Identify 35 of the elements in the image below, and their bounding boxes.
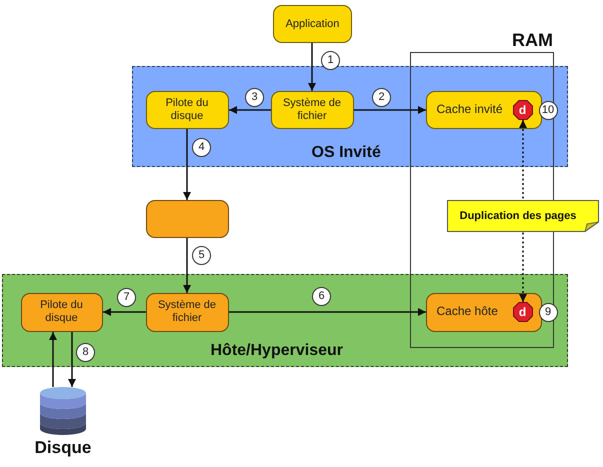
octagon-marker: d [512,100,532,120]
process-box [270,90,354,128]
process-box [146,200,229,238]
arrow [183,129,191,200]
arrow [354,106,426,114]
callout-number: 5 [192,246,211,265]
arrow [103,308,146,316]
process-box [273,5,352,43]
disk-label: Disque [34,437,92,459]
box-label: Système de fichier [282,96,342,122]
process-box [146,292,228,332]
arrow [68,332,76,387]
arrow [183,238,191,293]
arrow [308,43,316,91]
note-callout: Duplication des pages [447,200,599,232]
region-label: OS Invité [312,142,381,162]
region-label: Hôte/Hyperviseur [210,340,343,360]
callout-number: 1 [321,51,340,70]
box-label: Cache hôte [436,305,498,319]
process-box [20,292,102,332]
dashed-region [2,274,568,367]
dashed-region [132,66,568,167]
process-box [426,292,542,332]
process-box [426,90,542,128]
arrow [49,332,57,387]
box-label: Cache invité [436,102,503,116]
arrow [229,308,426,316]
octagon-marker: d [512,302,532,322]
box-label: Application [286,18,340,30]
box-label: Système de fichier [156,299,218,325]
arrow [229,106,271,114]
process-box [146,90,228,128]
box-label: Pilote du disque [164,96,210,122]
memory-label: RAM [512,29,553,51]
box-label: Pilote du disque [39,299,84,325]
